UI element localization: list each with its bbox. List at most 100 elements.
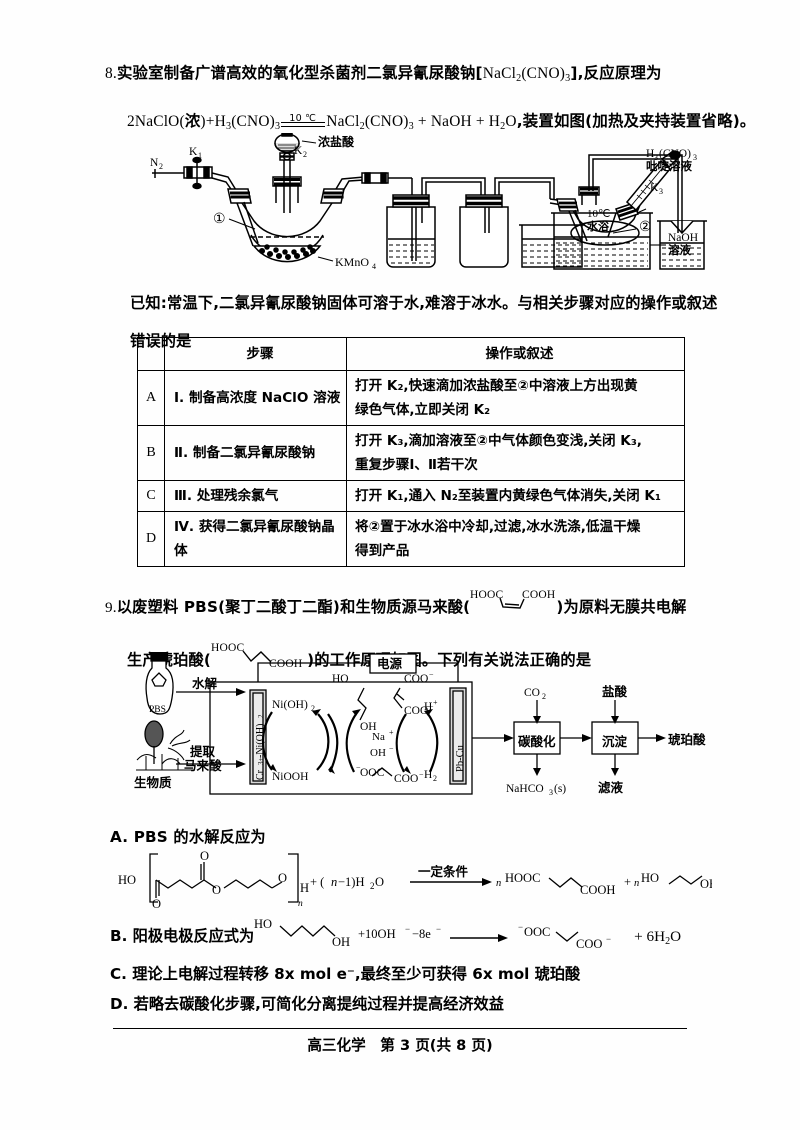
- label-nahco3: NaHCO: [506, 783, 544, 795]
- svg-text:−1)H: −1)H: [338, 875, 365, 889]
- electrolysis-flow-diagram: 电源 PBS 水解 提取 马来酸 生物质 Cr 3+ -Ni(OH) 2 Pb-…: [132, 651, 712, 807]
- row-desc-b-line1: 打开 K₃,滴加溶液至②中气体颜色变浅,关闭 K₃,: [355, 433, 642, 449]
- label-oh-ion: OH: [370, 747, 386, 759]
- row-step-d: Ⅳ. 获得二氯异氰尿酸钠晶体: [164, 511, 347, 567]
- svg-text:-Ni(OH): -Ni(OH): [255, 724, 266, 758]
- svg-text:−: −: [419, 770, 424, 779]
- svg-text:−: −: [518, 922, 523, 932]
- svg-text:2: 2: [311, 704, 315, 713]
- svg-text:3: 3: [659, 187, 663, 196]
- table-header-row: 步骤 操作或叙述: [137, 337, 685, 371]
- label-hydrolysis: 水解: [192, 676, 218, 691]
- label-coo-2: COO: [404, 705, 428, 717]
- svg-text:−: −: [606, 934, 611, 944]
- q8-eq-right: NaCl2(CNO)3 + NaOH + H2O: [326, 112, 517, 132]
- row-step-b: Ⅱ. 制备二氯异氰尿酸钠: [164, 425, 347, 481]
- label-pyridine-formula: H: [646, 148, 654, 160]
- q8-eq-left: 2NaClO(浓)+H3(CNO)3: [127, 111, 281, 132]
- svg-text:3+: 3+: [257, 758, 265, 766]
- svg-text:n: n: [298, 899, 303, 908]
- row-desc-b-line2: 重复步骤Ⅰ、Ⅱ若干次: [355, 457, 478, 473]
- svg-text:3: 3: [654, 153, 658, 162]
- label-maleic-acid-cn: 马来酸: [184, 758, 222, 773]
- svg-text:OH: OH: [332, 935, 350, 949]
- svg-text:COO: COO: [576, 937, 602, 951]
- label-coo-3: COO: [394, 773, 418, 785]
- svg-text:OOC: OOC: [524, 925, 550, 939]
- q8-eq-tail: ,装置如图(加热及夹持装置省略)。: [516, 111, 756, 130]
- svg-text:2: 2: [159, 162, 163, 171]
- row-desc-d-line1: 将②置于冰水浴中冷却,过滤,冰水洗涤,低温干燥: [355, 519, 641, 535]
- q8-stem-text-a: 实验室制备广谱高效的氧化型杀菌剂二氯异氰尿酸钠[: [116, 64, 483, 82]
- q9-option-b-tail: + 6H2O: [634, 927, 682, 947]
- th-option: [137, 337, 165, 371]
- q9-option-d[interactable]: D. 若略去碳酸化步骤,可简化分离提纯过程并提高经济效益: [110, 995, 504, 1013]
- question-8-stem: 8.实验室制备广谱高效的氧化型杀菌剂二氯异氰尿酸钠[NaCl2(CNO)3],反…: [105, 58, 755, 142]
- svg-text:O: O: [278, 871, 287, 885]
- svg-text:HO: HO: [118, 873, 136, 887]
- table-row[interactable]: B Ⅱ. 制备二氯异氰尿酸钠 打开 K₃,滴加溶液至②中气体颜色变浅,关闭 K₃…: [137, 425, 685, 481]
- q8-options-table: 步骤 操作或叙述 A Ⅰ. 制备高浓度 NaClO 溶液 打开 K₂,快速滴加浓…: [137, 337, 685, 567]
- q9-option-a-equation: HO O O O O H n + ( n −1)H 2 O 一定条件 n HOO…: [112, 846, 718, 911]
- label-kmno4: KMnO: [335, 255, 369, 269]
- svg-text:n: n: [331, 875, 337, 889]
- q9-option-a-label[interactable]: A. PBS 的水解反应为: [110, 828, 266, 846]
- row-desc-b: 打开 K₃,滴加溶液至②中气体颜色变浅,关闭 K₃, 重复步骤Ⅰ、Ⅱ若干次: [346, 425, 685, 481]
- svg-text:COOH: COOH: [580, 883, 615, 897]
- q9-option-b-prefix: B. 阳极电极反应式为: [110, 926, 255, 945]
- label-succinic-acid-product: 琥珀酸: [668, 732, 706, 747]
- svg-text:HOOC: HOOC: [470, 589, 504, 601]
- row-desc-d-line2: 得到产品: [355, 543, 410, 559]
- q9-stem-b: )为原料无膜共电解: [556, 597, 687, 616]
- label-bath-temp: 10℃: [587, 208, 610, 220]
- footer-rule: [113, 1028, 687, 1030]
- svg-text:3: 3: [549, 788, 553, 797]
- svg-text:+: +: [389, 728, 394, 737]
- table-row[interactable]: A Ⅰ. 制备高浓度 NaClO 溶液 打开 K₂,快速滴加浓盐酸至②中溶液上方…: [137, 370, 685, 426]
- apparatus-diagram-q8: N 2 K 1 K 2 浓盐酸 ① KMnO 4 10℃ 水浴 H 3 (CNO…: [150, 131, 710, 275]
- svg-text:+: +: [433, 698, 438, 707]
- svg-text:−: −: [429, 670, 434, 679]
- svg-text:O: O: [152, 897, 161, 908]
- q9-option-c[interactable]: C. 理论上电解过程转移 8x mol e⁻,最终至少可获得 6x mol 琥珀…: [110, 965, 581, 983]
- svg-text:+: +: [624, 875, 631, 889]
- label-conc-hcl: 浓盐酸: [318, 134, 355, 149]
- q8-stem-formula: NaCl2(CNO)3: [482, 65, 571, 84]
- label-naoh-solution: 溶液: [668, 243, 691, 257]
- svg-text:+10OH: +10OH: [358, 927, 396, 941]
- row-option-b: B: [137, 425, 165, 481]
- label-flask-2: ②: [639, 220, 652, 235]
- table-row[interactable]: C Ⅲ. 处理残余氯气 打开 K₁,通入 N₂至装置内黄绿色气体消失,关闭 K₁: [137, 480, 685, 512]
- table-row[interactable]: D Ⅳ. 获得二氯异氰尿酸钠晶体 将②置于冰水浴中冷却,过滤,冰水洗涤,低温干燥…: [137, 511, 685, 567]
- row-desc-c-line1: 打开 K₁,通入 N₂至装置内黄绿色气体消失,关闭 K₁: [355, 488, 661, 504]
- label-niooh: NiOOH: [272, 771, 308, 783]
- q8-number: 8.: [105, 65, 117, 82]
- label-biomass: 生物质: [134, 775, 172, 790]
- svg-text:−: −: [429, 702, 434, 711]
- svg-text:(CNO): (CNO): [659, 148, 691, 160]
- label-h-plus: H: [424, 701, 432, 713]
- row-desc-c: 打开 K₁,通入 N₂至装置内黄绿色气体消失,关闭 K₁: [346, 480, 685, 512]
- row-step-a: Ⅰ. 制备高浓度 NaClO 溶液: [164, 370, 347, 426]
- row-option-a: A: [137, 370, 165, 426]
- q9-stem-a: 以废塑料 PBS(聚丁二酸丁二酯)和生物质源马来酸(: [116, 597, 471, 616]
- svg-text:COOH: COOH: [269, 658, 302, 670]
- svg-text:O: O: [200, 849, 209, 863]
- label-h2: H: [424, 769, 432, 781]
- svg-text:2: 2: [542, 692, 546, 701]
- row-option-d: D: [137, 511, 165, 567]
- label-precipitation: 沉淀: [602, 734, 628, 749]
- label-pbs: PBS: [149, 705, 166, 715]
- svg-text:(s): (s): [554, 783, 566, 795]
- svg-text:n: n: [634, 878, 639, 889]
- label-carbonation: 碳酸化: [518, 734, 556, 749]
- label-filtrate: 滤液: [598, 780, 624, 795]
- label-extraction: 提取: [190, 744, 216, 759]
- q9-stem-c: 生产琥珀酸(: [127, 650, 212, 669]
- label-k3: K: [650, 182, 659, 194]
- th-step: 步骤: [164, 337, 347, 371]
